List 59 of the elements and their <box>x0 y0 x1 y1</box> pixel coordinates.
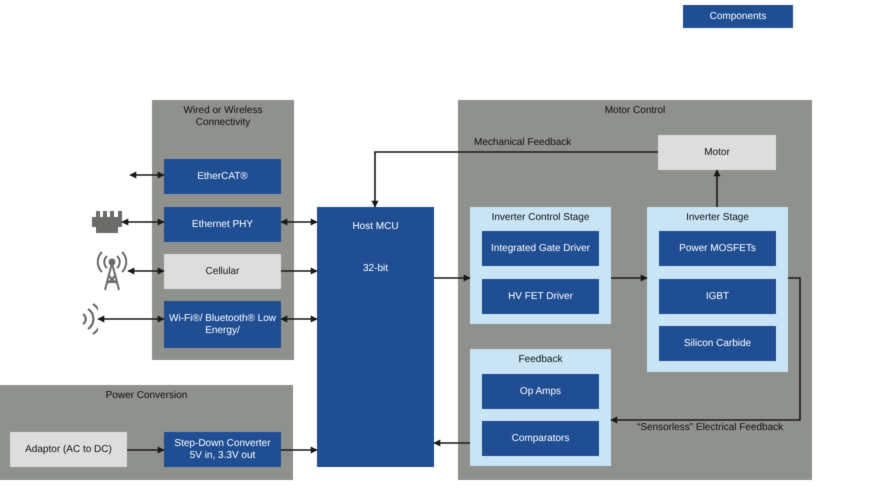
panel-heading: Motor Control <box>604 104 666 117</box>
box-label: Wi-Fi®/ Bluetooth® Low Energy/ <box>168 312 277 336</box>
legend-text: Components <box>708 11 768 22</box>
box-label: EtherCAT® <box>196 170 249 182</box>
mcu-title: Host MCU <box>351 220 400 233</box>
arrow <box>281 446 318 454</box>
component-box <box>164 432 281 467</box>
box-label: IGBT <box>704 290 730 302</box>
panel-heading: Inverter Control Stage <box>490 211 590 224</box>
box-label: HV FET Driver <box>507 290 574 302</box>
panel-heading: Feedback <box>518 353 564 366</box>
arrow <box>127 268 165 274</box>
panel <box>152 100 294 360</box>
box-label: Ethernet PHY <box>190 218 254 230</box>
box-label: Step-Down Converter 5V in, 3.3V out <box>173 438 272 462</box>
stage-panel <box>470 207 611 324</box>
mcu-box <box>317 207 434 467</box>
stage-panel <box>470 349 611 466</box>
panel-heading: Wired or Wireless Connectivity <box>182 104 264 129</box>
arrow <box>714 169 720 207</box>
arrow <box>280 316 318 322</box>
arrow <box>121 218 165 226</box>
arrow <box>433 440 470 446</box>
arrow <box>611 274 648 282</box>
component-box <box>659 279 776 314</box>
panel-heading: Inverter Stage <box>685 211 750 224</box>
component-box <box>482 421 599 456</box>
component-box <box>164 159 281 194</box>
arrow <box>610 277 801 424</box>
arrow <box>280 218 318 226</box>
arrow <box>434 274 471 282</box>
component-box <box>482 231 599 266</box>
component-box <box>164 301 281 348</box>
arrow <box>97 316 165 322</box>
panel-heading: Power Conversion <box>104 389 188 402</box>
external-box <box>164 254 281 289</box>
box-label: Power MOSFETs <box>678 242 757 254</box>
arrow <box>129 172 165 178</box>
box-label: Motor <box>703 146 731 158</box>
external-box <box>658 135 776 170</box>
arrow <box>372 151 658 208</box>
panel <box>0 385 293 480</box>
component-box <box>482 374 599 409</box>
mcu-subtitle: 32-bit <box>362 262 389 275</box>
external-box <box>10 432 127 467</box>
stage-panel <box>647 207 788 372</box>
component-box <box>659 326 776 361</box>
box-label: Op Amps <box>518 386 562 398</box>
box-label: Silicon Carbide <box>682 338 752 350</box>
component-box <box>482 279 599 314</box>
arrow <box>127 446 165 454</box>
box-label: Comparators <box>510 432 570 444</box>
component-box <box>164 207 281 242</box>
box-label: Cellular <box>204 266 240 278</box>
component-box <box>659 231 776 266</box>
panel <box>458 100 812 480</box>
box-label: Integrated Gate Driver <box>490 242 591 254</box>
arrow <box>281 268 318 274</box>
box-label: Adaptor (AC to DC) <box>24 444 113 456</box>
